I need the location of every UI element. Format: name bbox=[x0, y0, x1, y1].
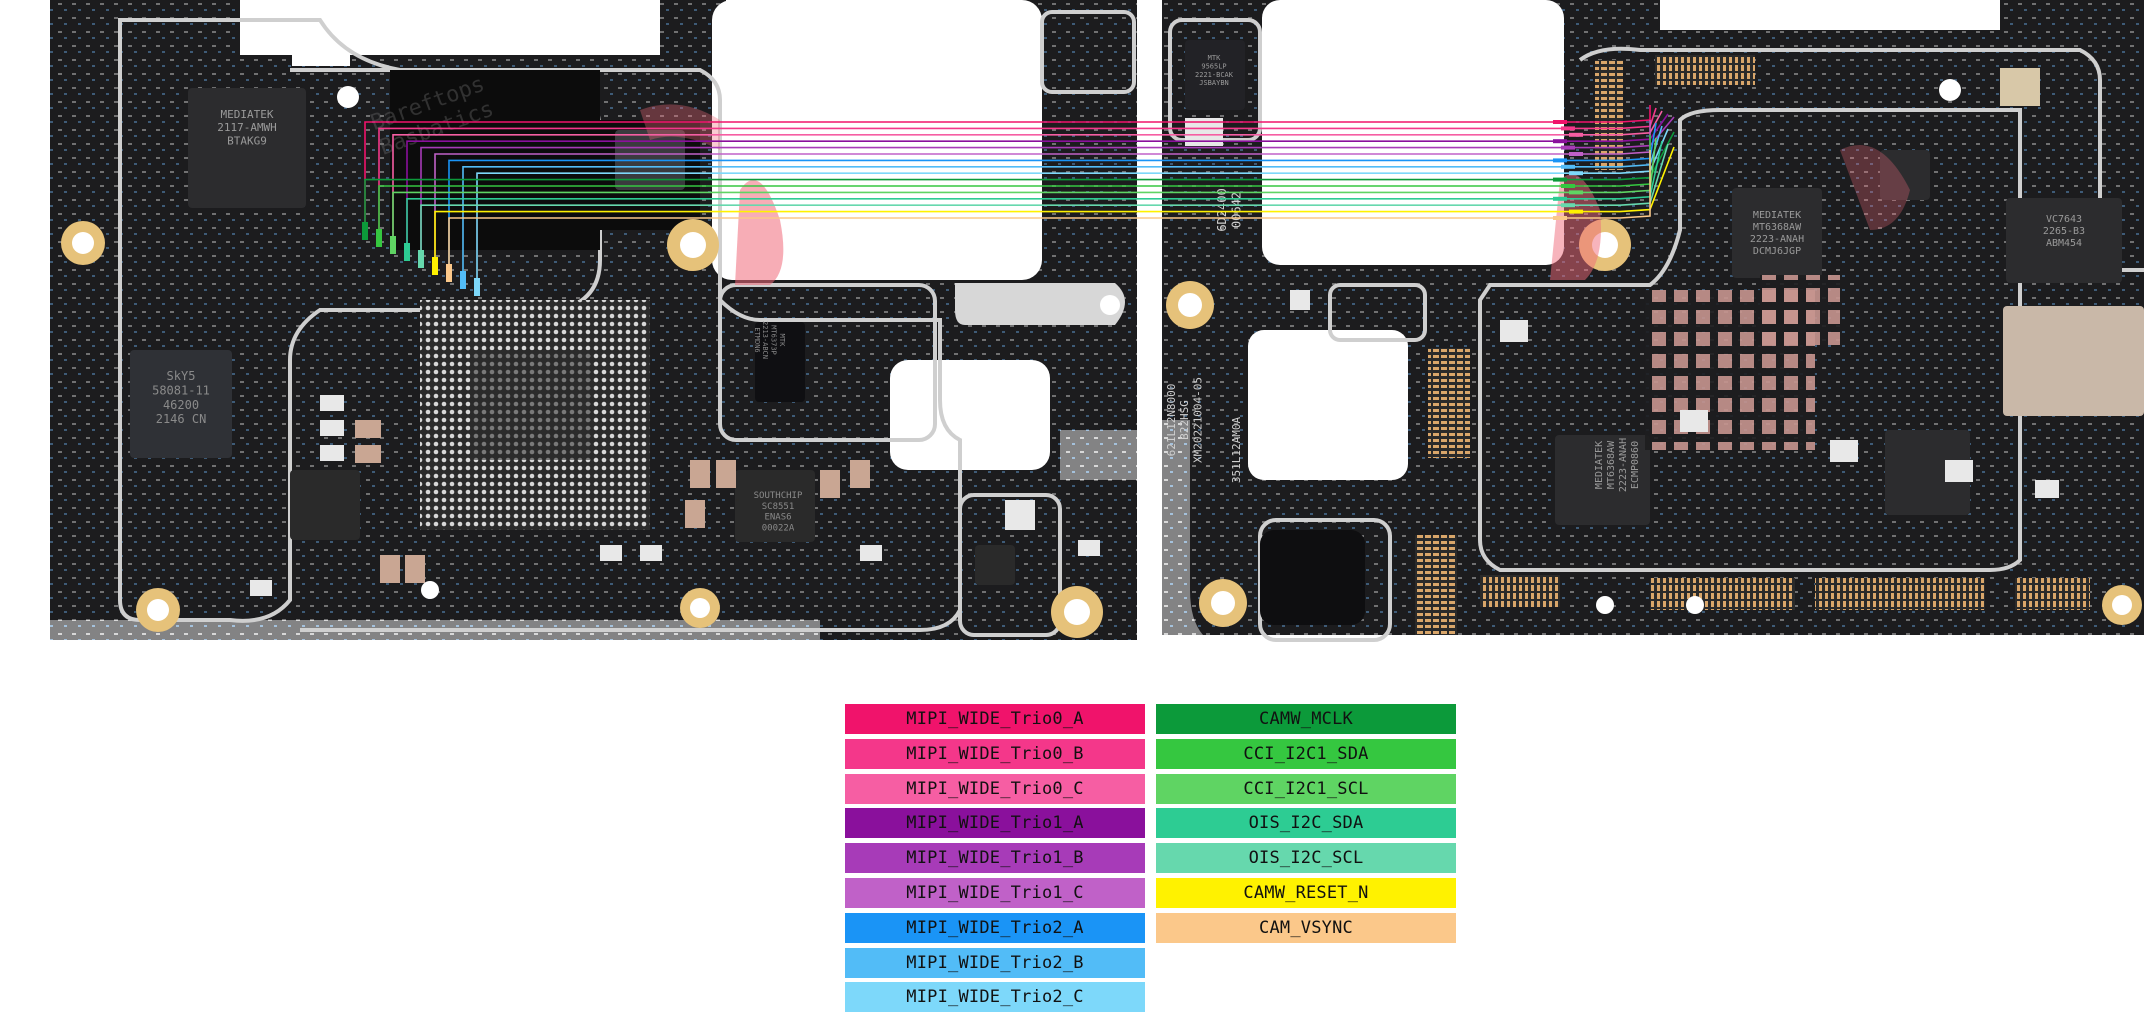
signal-traces bbox=[362, 105, 1675, 296]
trace-mipi-wide-trio1-b bbox=[420, 116, 1675, 268]
trace-end-cci-i2c1-scl bbox=[1569, 190, 1583, 195]
trace-cam-vsync bbox=[448, 150, 1651, 282]
legend-item-mipi-wide-trio1-a: MIPI_WIDE_Trio1_A bbox=[845, 808, 1145, 839]
legend-item-cci-i2c1-scl: CCI_I2C1_SCL bbox=[1156, 773, 1456, 804]
chip-label-silk-1: 6D240000642 bbox=[1215, 188, 1243, 231]
trace-end-mipi-wide-trio2-a bbox=[1553, 158, 1567, 163]
trace-pad-cci-i2c1-sda bbox=[376, 229, 382, 247]
legend-item-ois-i2c-scl: OIS_I2C_SCL bbox=[1156, 843, 1456, 874]
legend-item-mipi-wide-trio0-a: MIPI_WIDE_Trio0_A bbox=[845, 704, 1145, 734]
trace-pad-mipi-wide-trio2-b bbox=[460, 271, 466, 289]
trace-mipi-wide-trio0-b bbox=[378, 107, 1657, 247]
legend-left-column: MIPI_WIDE_Trio0_A MIPI_WIDE_Trio0_B MIPI_W… bbox=[845, 704, 1145, 1017]
trace-end-mipi-wide-trio0-a bbox=[1553, 120, 1567, 124]
trace-end-mipi-wide-trio2-c bbox=[1569, 171, 1583, 176]
legend-right-column: CAMW_MCLK CCI_I2C1_SDA CCI_I2C1_SCL OIS_I2C… bbox=[1156, 704, 1456, 948]
chip-label-silk-2: 621L12N8000B22HSGXM20221004-05 bbox=[1165, 377, 1204, 463]
trace-pad-ois-i2c-scl bbox=[418, 250, 424, 268]
trace-end-camw-mclk bbox=[1553, 177, 1567, 182]
trace-end-mipi-wide-trio0-b bbox=[1561, 126, 1575, 131]
trace-pad-cci-i2c1-scl bbox=[390, 236, 396, 254]
trace-end-mipi-wide-trio1-a bbox=[1553, 139, 1567, 144]
legend-item-cam-vsync: CAM_VSYNC bbox=[1156, 912, 1456, 943]
trace-camw-reset-n bbox=[434, 146, 1675, 275]
legend-item-camw-reset-n: CAMW_RESET_N bbox=[1156, 877, 1456, 908]
legend-item-cci-i2c1-sda: CCI_I2C1_SDA bbox=[1156, 738, 1456, 769]
trace-mipi-wide-trio1-a bbox=[406, 113, 1669, 261]
legend-item-mipi-wide-trio0-b: MIPI_WIDE_Trio0_B bbox=[845, 738, 1145, 769]
legend-item-camw-mclk: CAMW_MCLK bbox=[1156, 704, 1456, 734]
legend-item-mipi-wide-trio2-c: MIPI_WIDE_Trio2_C bbox=[845, 982, 1145, 1013]
chip-label-silk-3: 351L12AM0A bbox=[1230, 417, 1243, 484]
trace-pad-camw-reset-n bbox=[432, 257, 438, 275]
trace-mipi-wide-trio0-c bbox=[392, 110, 1663, 254]
legend-item-ois-i2c-sda: OIS_I2C_SDA bbox=[1156, 808, 1456, 839]
chip-label-mtk-small: MTKMT6373P2213-ABCNETMDN6 bbox=[753, 321, 786, 359]
trace-end-mipi-wide-trio2-b bbox=[1561, 164, 1575, 169]
trace-end-cam-vsync bbox=[1553, 216, 1567, 220]
trace-pad-ois-i2c-sda bbox=[404, 243, 410, 261]
legend-item-mipi-wide-trio2-b: MIPI_WIDE_Trio2_B bbox=[845, 947, 1145, 978]
trace-mipi-wide-trio2-a bbox=[448, 122, 1657, 282]
trace-mipi-wide-trio0-a bbox=[364, 105, 1651, 240]
trace-end-ois-i2c-sda bbox=[1553, 196, 1567, 201]
legend-item-mipi-wide-trio1-c: MIPI_WIDE_Trio1_C bbox=[845, 877, 1145, 908]
trace-pad-mipi-wide-trio2-c bbox=[474, 278, 480, 296]
chip-label-mediatek-3: MEDIATEKMT6368AW2223-ANAHECMP0860 bbox=[1594, 438, 1641, 492]
trace-ois-i2c-sda bbox=[406, 140, 1663, 261]
trace-pad-camw-mclk bbox=[362, 222, 368, 240]
pcb-board-diagram: MEDIATEK2117-AMWHBTAKG9SkY558081-1146200… bbox=[0, 0, 2144, 660]
trace-pad-cam-vsync bbox=[446, 264, 452, 282]
legend-item-mipi-wide-trio1-b: MIPI_WIDE_Trio1_B bbox=[845, 843, 1145, 874]
trace-cci-i2c1-scl bbox=[392, 137, 1657, 254]
legend-item-mipi-wide-trio2-a: MIPI_WIDE_Trio2_A bbox=[845, 912, 1145, 943]
legend-item-mipi-wide-trio0-c: MIPI_WIDE_Trio0_C bbox=[845, 773, 1145, 804]
trace-end-mipi-wide-trio0-c bbox=[1569, 132, 1583, 137]
left-board bbox=[0, 0, 1137, 660]
trace-ois-i2c-scl bbox=[420, 143, 1669, 268]
trace-end-mipi-wide-trio1-b bbox=[1561, 145, 1575, 150]
trace-end-cci-i2c1-sda bbox=[1561, 184, 1575, 188]
trace-end-mipi-wide-trio1-c bbox=[1569, 152, 1583, 156]
right-board bbox=[1162, 0, 2144, 642]
trace-mipi-wide-trio2-c bbox=[476, 128, 1669, 296]
trace-end-camw-reset-n bbox=[1569, 209, 1583, 214]
trace-end-ois-i2c-scl bbox=[1561, 203, 1575, 208]
